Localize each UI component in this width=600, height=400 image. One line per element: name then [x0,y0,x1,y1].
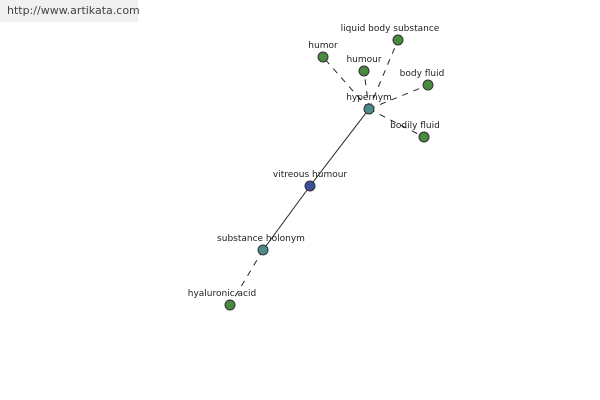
node-label-liquid-body-substance[interactable]: liquid body substance [341,24,440,34]
node-label-body-fluid[interactable]: body fluid [400,69,445,79]
node-dot-humour[interactable] [358,65,370,77]
node-hyaluronic-acid[interactable]: hyaluronic acid [188,289,256,311]
edge-hypernym-body-fluid [368,84,429,110]
node-bodily-fluid[interactable]: bodily fluid [390,121,440,143]
node-hypernym[interactable]: hypernym [346,93,392,115]
node-label-hypernym[interactable]: hypernym [346,93,392,103]
watermark-url: http://www.artikata.com [0,0,140,22]
edge-hypernym-humour [363,70,370,110]
node-body-fluid[interactable]: body fluid [400,69,445,91]
node-label-humour[interactable]: humour [346,55,381,65]
node-liquid-body-substance[interactable]: liquid body substance [341,24,440,46]
node-dot-substance-holonym[interactable] [257,244,269,256]
node-dot-body-fluid[interactable] [422,79,434,91]
edge-vitreous-humour-hypernym [309,108,370,187]
node-label-hyaluronic-acid[interactable]: hyaluronic acid [188,289,256,299]
node-dot-hypernym[interactable] [363,103,375,115]
node-vitreous-humour[interactable]: vitreous humour [273,170,348,192]
node-humor[interactable]: humor [308,41,338,63]
edge-hypernym-liquid-body-substance [368,39,399,110]
edge-substance-holonym-hyaluronic-acid [229,249,264,306]
node-dot-humor[interactable] [317,51,329,63]
edge-hypernym-bodily-fluid [368,108,425,138]
node-substance-holonym[interactable]: substance holonym [217,234,305,256]
node-humour[interactable]: humour [346,55,382,77]
node-dot-liquid-body-substance[interactable] [392,34,404,46]
edges-layer [229,39,429,306]
node-label-vitreous-humour[interactable]: vitreous humour [273,170,348,180]
node-label-humor[interactable]: humor [308,41,338,51]
node-dot-hyaluronic-acid[interactable] [224,299,236,311]
node-label-bodily-fluid[interactable]: bodily fluid [390,121,440,131]
nodes-layer: vitreous humour hypernym substance holonym… [188,24,445,311]
node-label-substance-holonym[interactable]: substance holonym [217,234,305,244]
node-dot-vitreous-humour[interactable] [304,180,316,192]
node-dot-bodily-fluid[interactable] [418,131,430,143]
edge-vitreous-humour-substance-holonym [262,185,311,251]
